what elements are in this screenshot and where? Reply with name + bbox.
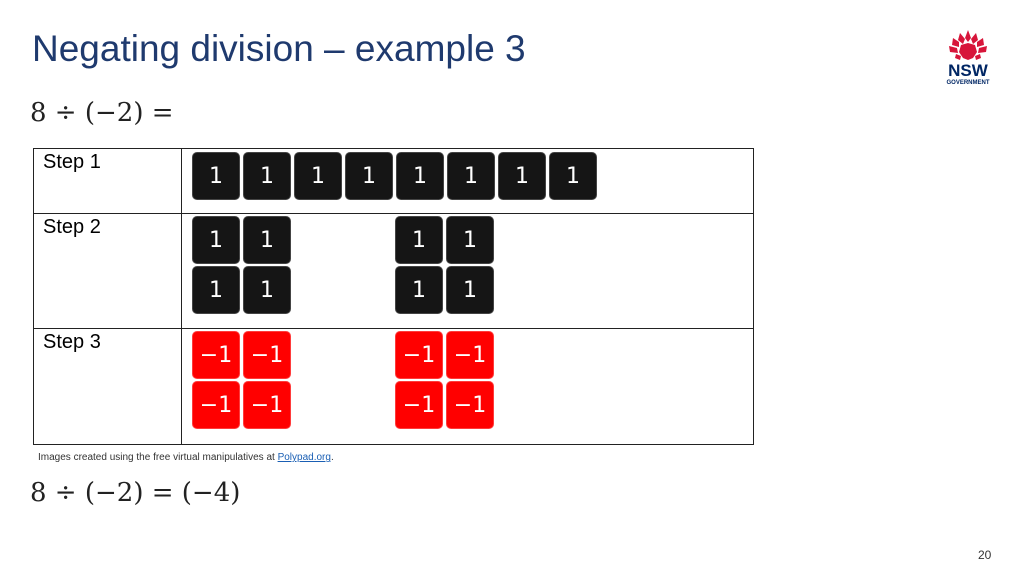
tile-positive-one: 1 xyxy=(446,266,494,314)
logo-nsw-text: NSW xyxy=(948,61,988,80)
tile-positive-one: 1 xyxy=(243,266,291,314)
logo-government-text: GOVERNMENT xyxy=(946,80,990,86)
tile-positive-one: 1 xyxy=(345,152,393,200)
step-1-tiles: 1 1 1 1 1 1 1 1 xyxy=(181,148,754,214)
tile-negative-one: −1 xyxy=(192,331,240,379)
tile-positive-one: 1 xyxy=(395,266,443,314)
step-row-3: Step 3 −1 −1 −1 −1 −1 −1 −1 −1 xyxy=(33,328,754,445)
tile-positive-one: 1 xyxy=(549,152,597,200)
tile-positive-one: 1 xyxy=(396,152,444,200)
tile-positive-one: 1 xyxy=(446,216,494,264)
step-label: Step 3 xyxy=(33,328,182,445)
tile-negative-one: −1 xyxy=(446,381,494,429)
polypad-link[interactable]: Polypad.org xyxy=(277,452,331,463)
nsw-government-logo: NSW GOVERNMENT xyxy=(938,28,998,90)
waratah-icon xyxy=(949,30,987,60)
tile-positive-one: 1 xyxy=(243,216,291,264)
step-row-2: Step 2 1 1 1 1 1 1 1 1 xyxy=(33,213,754,329)
page-number: 20 xyxy=(978,548,992,562)
tile-negative-one: −1 xyxy=(243,381,291,429)
credit-text: Images created using the free virtual ma… xyxy=(38,452,278,463)
tile-negative-one: −1 xyxy=(192,381,240,429)
equation-question: 8 ÷ (−2) = xyxy=(30,98,174,128)
image-credit: Images created using the free virtual ma… xyxy=(38,452,334,463)
step-label: Step 2 xyxy=(33,213,182,329)
equation-answer: 8 ÷ (−2) = (−4) xyxy=(30,478,241,508)
tile-positive-one: 1 xyxy=(243,152,291,200)
tile-positive-one: 1 xyxy=(192,266,240,314)
tile-positive-one: 1 xyxy=(294,152,342,200)
tile-negative-one: −1 xyxy=(395,331,443,379)
tile-negative-one: −1 xyxy=(395,381,443,429)
credit-suffix: . xyxy=(330,452,334,463)
step-label: Step 1 xyxy=(33,148,182,214)
step-2-tiles: 1 1 1 1 1 1 1 1 xyxy=(181,213,754,329)
tile-negative-one: −1 xyxy=(446,331,494,379)
tile-positive-one: 1 xyxy=(395,216,443,264)
slide-title: Negating division – example 3 xyxy=(32,28,526,69)
tile-negative-one: −1 xyxy=(243,331,291,379)
tile-positive-one: 1 xyxy=(498,152,546,200)
steps-table: Step 1 1 1 1 1 1 1 1 1 Step 2 1 1 1 1 1 … xyxy=(33,148,754,445)
step-row-1: Step 1 1 1 1 1 1 1 1 1 xyxy=(33,148,754,214)
tile-positive-one: 1 xyxy=(192,216,240,264)
step-3-tiles: −1 −1 −1 −1 −1 −1 −1 −1 xyxy=(181,328,754,445)
tile-positive-one: 1 xyxy=(447,152,495,200)
tile-positive-one: 1 xyxy=(192,152,240,200)
